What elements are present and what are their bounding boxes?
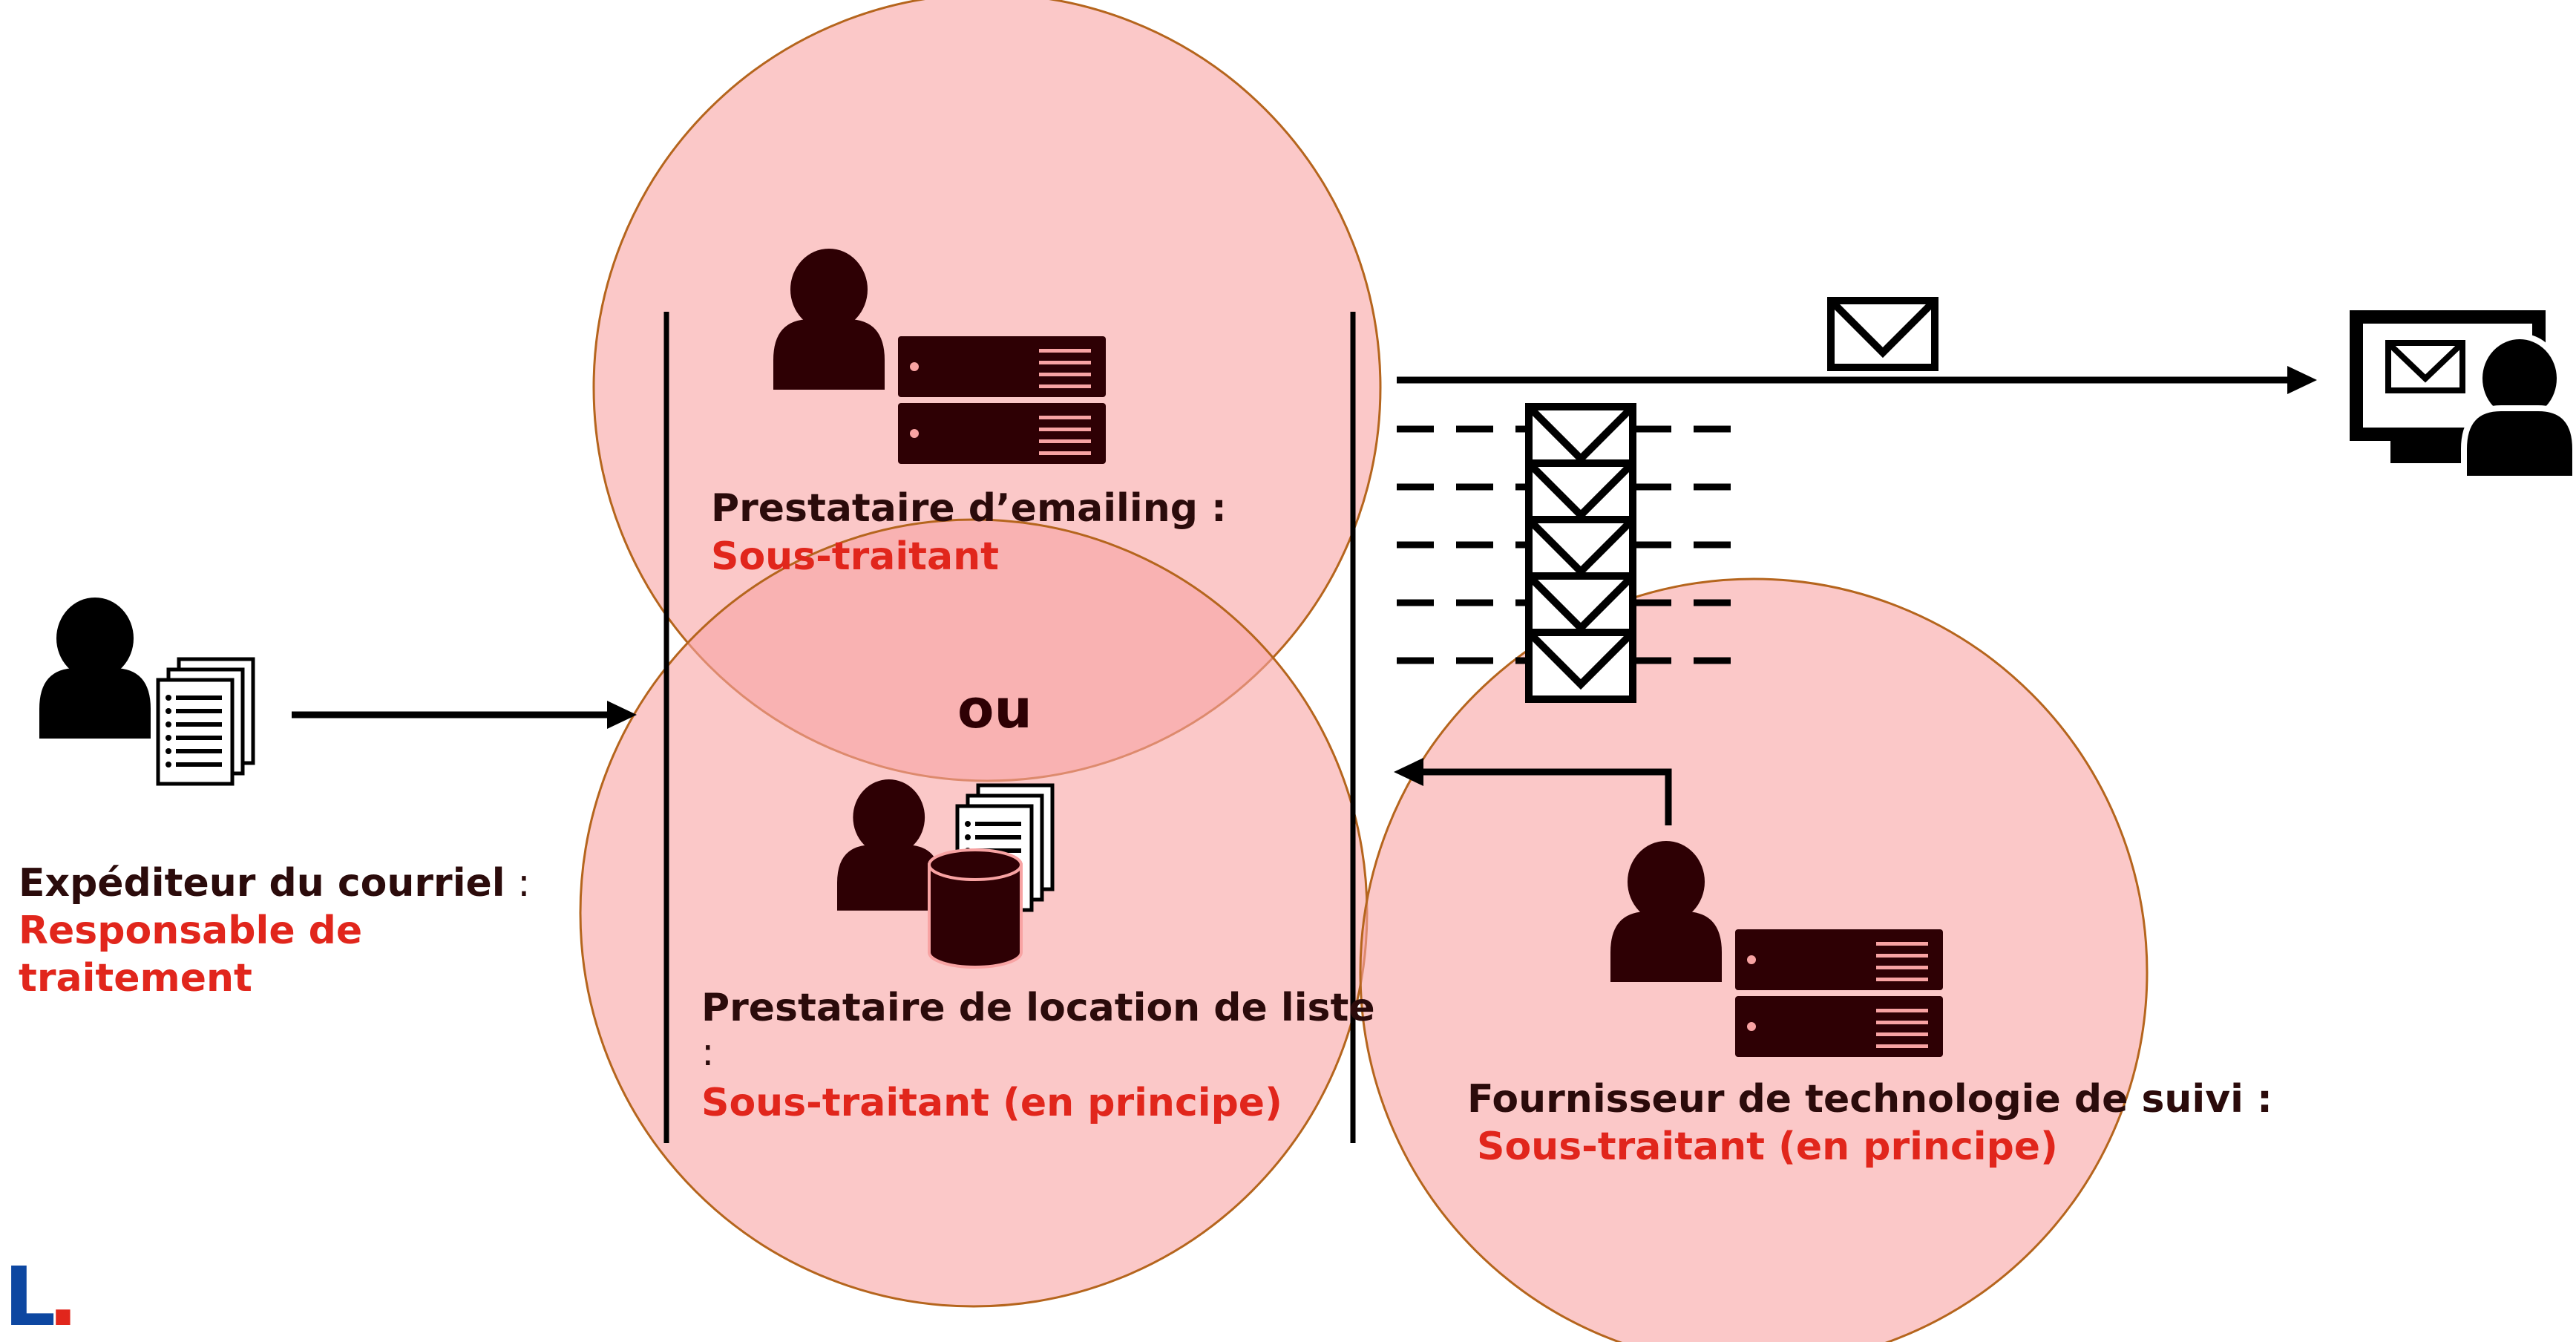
envelope-stack	[1529, 407, 1633, 699]
list-provider-title: Prestataire de location de liste	[701, 986, 1375, 1030]
person-icon	[39, 598, 151, 739]
tracking-provider-role: Sous-traitant (en principe)	[1477, 1125, 2058, 1169]
recipient-icons	[2350, 310, 2576, 482]
logo-letter: L	[4, 1249, 56, 1342]
tracking-provider-icons	[1610, 841, 1943, 1057]
logo-dot: .	[47, 1249, 79, 1342]
sender-role-line2: traitement	[19, 956, 252, 1001]
labels: Expéditeur du courriel : Responsable de …	[19, 486, 2272, 1169]
arrow-sender-to-provider	[292, 701, 637, 729]
person-icon	[2461, 333, 2576, 482]
arrow-to-recipient	[1397, 366, 2317, 394]
arrow-tracking-to-provider	[1394, 758, 1672, 825]
documents-icon	[158, 659, 253, 784]
server-icon	[1735, 929, 1943, 1057]
database-icon	[928, 848, 1023, 969]
list-provider-icons	[837, 779, 1052, 969]
list-provider-colon: :	[701, 1030, 715, 1075]
sender-role-line1: Responsable de	[19, 909, 362, 953]
logo: L .	[4, 1249, 79, 1342]
list-provider-role: Sous-traitant (en principe)	[701, 1081, 1282, 1125]
envelope-icon	[2385, 340, 2465, 393]
emailing-provider-icons	[773, 249, 1106, 464]
server-icon	[898, 336, 1106, 464]
emailing-provider-role: Sous-traitant	[711, 534, 999, 579]
envelope-icon	[1529, 632, 1633, 699]
sender-icons	[39, 598, 253, 784]
envelope-icon	[1831, 301, 1935, 367]
or-label: ou	[957, 678, 1032, 740]
emailing-provider-title: Prestataire d’emailing :	[711, 486, 1227, 531]
sender-title: Expéditeur du courriel :	[19, 861, 531, 906]
tracking-provider-title: Fournisseur de technologie de suivi :	[1467, 1077, 2272, 1122]
